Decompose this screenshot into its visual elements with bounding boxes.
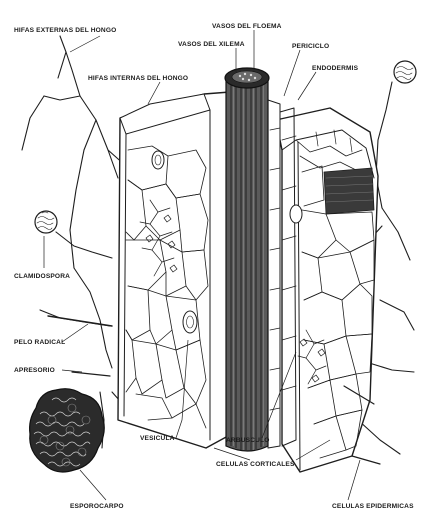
label-clamidospora: CLAMIDOSPORA	[14, 273, 70, 280]
label-vasos-xilema: VASOS DEL XILEMA	[178, 41, 245, 48]
clamidospora-spore	[35, 211, 57, 233]
spore-ball-right	[394, 61, 416, 83]
label-apresorio: APRESORIO	[14, 367, 55, 374]
vesicula-left	[152, 151, 164, 169]
label-esporocarpo: ESPOROCARPO	[70, 503, 124, 510]
label-pelo-radical: PELO RADICAL	[14, 339, 65, 346]
label-vasos-floema: VASOS DEL FLOEMA	[212, 23, 282, 30]
vesicula-lower	[183, 311, 197, 333]
vesicula-right	[290, 205, 302, 223]
label-celulas-corticales: CELULAS CORTICALES	[216, 461, 295, 468]
label-hifas-externas: HIFAS EXTERNAS DEL HONGO	[14, 27, 116, 34]
vascular-cylinder	[225, 68, 269, 451]
esporocarpo	[30, 389, 105, 472]
label-celulas-epidermicas: CELULAS EPIDERMICAS	[332, 503, 414, 510]
label-hifas-internas: HIFAS INTERNAS DEL HONGO	[88, 75, 188, 82]
label-arbusculo: ARBUSCULO	[226, 437, 269, 444]
label-endodermis: ENDODERMIS	[312, 65, 359, 72]
label-periciclo: PERICICLO	[292, 43, 329, 50]
label-vesicula: VESICULA	[140, 435, 175, 442]
